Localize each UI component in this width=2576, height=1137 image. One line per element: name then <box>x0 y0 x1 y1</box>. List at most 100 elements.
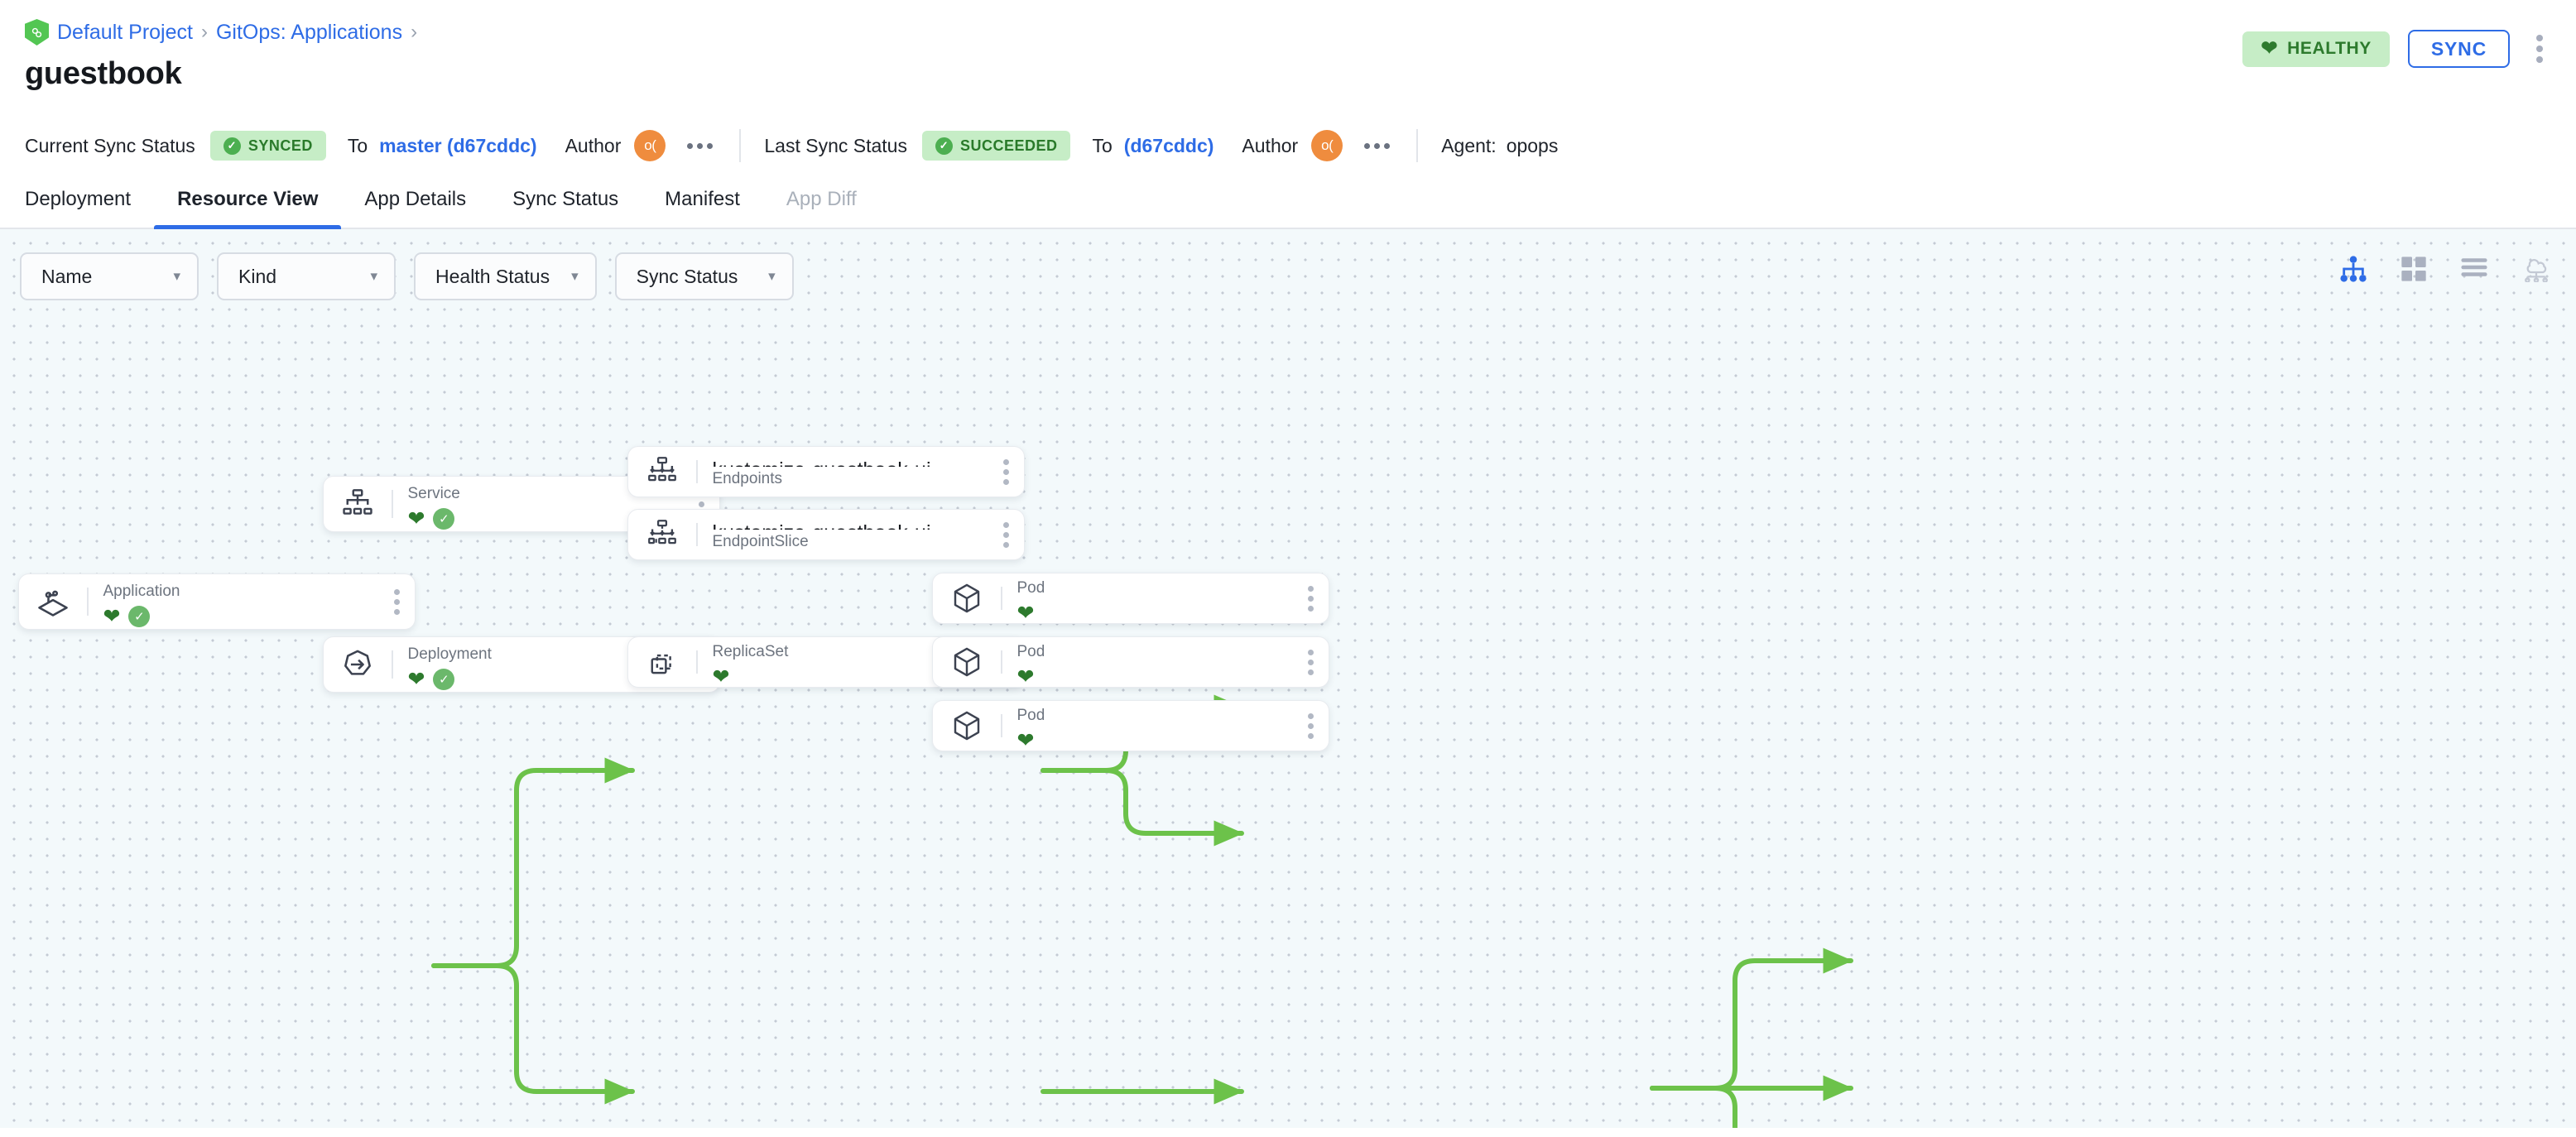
node-name: kustomize-guestbook-ui <box>713 458 996 467</box>
kebab-menu-icon[interactable] <box>995 454 1024 490</box>
app-header: Default Project › GitOps: Applications ›… <box>0 0 2576 120</box>
divider <box>696 460 698 483</box>
heart-icon: ❤ <box>407 667 425 691</box>
pod-icon <box>933 701 1001 751</box>
divider <box>1416 129 1419 162</box>
divider <box>696 650 698 674</box>
header-actions: ❤ HEALTHY SYNC <box>2242 30 2551 68</box>
graph-node-endpoints[interactable]: kustomize-guestbook-ui Endpoints <box>627 446 1025 497</box>
breadcrumb: Default Project › GitOps: Applications › <box>25 18 2543 46</box>
graph-node-endpointslice[interactable]: kustomize-guestbook-ui-... EndpointSlice <box>627 509 1025 560</box>
node-kind: Application <box>103 582 180 600</box>
node-content: kustomize-guestbook-ui-... Pod ❤ <box>1002 701 1300 751</box>
filter-name-label: Name <box>41 265 93 287</box>
pod-icon <box>933 573 1001 623</box>
sync-button[interactable]: SYNC <box>2407 30 2510 68</box>
tab-deployment[interactable]: Deployment <box>25 188 132 210</box>
node-badges: ❤ <box>1017 602 1300 623</box>
tab-app-details[interactable]: App Details <box>364 188 467 210</box>
divider <box>1001 650 1002 674</box>
node-content: kustomize-guestbook-ui-... Pod ❤ <box>1002 573 1300 623</box>
avatar[interactable]: o( <box>1311 130 1343 161</box>
heart-icon: ❤ <box>712 664 730 688</box>
tab-resource-view[interactable]: Resource View <box>154 171 342 229</box>
node-kind: Pod <box>1016 643 1045 661</box>
divider <box>696 523 698 546</box>
current-sync-badge-label: SYNCED <box>248 137 313 154</box>
tree-view-icon[interactable] <box>2339 256 2367 282</box>
argo-octopus-icon <box>25 19 49 46</box>
divider <box>739 129 742 162</box>
filter-name[interactable]: Name ▾ <box>20 252 199 300</box>
chevron-down-icon: ▾ <box>370 268 377 284</box>
service-icon <box>324 477 392 531</box>
node-kind: Service <box>407 484 460 502</box>
filter-health-status[interactable]: Health Status ▾ <box>414 252 597 300</box>
check-circle-icon: ✓ <box>128 606 151 628</box>
endpoints-icon <box>628 447 696 497</box>
divider <box>392 490 393 518</box>
network-view-icon[interactable] <box>2521 256 2551 282</box>
breadcrumb-item-gitops-applications[interactable]: GitOps: Applications <box>215 20 403 44</box>
current-sync-status-badge: ✓ SYNCED <box>209 131 326 161</box>
node-kind: Pod <box>1016 579 1045 597</box>
grid-view-icon[interactable] <box>2401 256 2427 282</box>
node-kind: Endpoints <box>712 470 783 488</box>
filter-sync-status[interactable]: Sync Status ▾ <box>614 252 794 300</box>
tab-sync-status[interactable]: Sync Status <box>512 188 619 210</box>
kebab-menu-icon[interactable] <box>1300 708 1329 744</box>
node-content: kustomize-guestbook-ui-... EndpointSlice <box>698 510 996 559</box>
agent-value: opops <box>1506 134 1559 156</box>
heart-icon: ❤ <box>2261 37 2279 60</box>
current-sync-author-label: Author <box>565 134 622 156</box>
chevron-down-icon: ▾ <box>571 268 579 284</box>
breadcrumb-item-default-project[interactable]: Default Project <box>57 20 193 44</box>
node-badges: ❤ <box>1016 728 1300 751</box>
ellipsis-icon[interactable] <box>1361 137 1393 156</box>
heart-icon: ❤ <box>103 604 121 628</box>
heart-icon: ❤ <box>1016 664 1035 688</box>
node-content: kustomize-guestbook-ui Endpoints <box>698 447 996 497</box>
filter-kind[interactable]: Kind ▾ <box>217 252 396 300</box>
node-badges: ❤ ✓ <box>103 604 387 628</box>
last-sync-revision-link[interactable]: (d67cddc) <box>1123 134 1214 156</box>
node-content: kustomize-guestbook-ui-... Pod ❤ <box>1002 637 1300 687</box>
node-badges: ❤ <box>712 664 996 688</box>
node-kind: Deployment <box>407 645 492 663</box>
last-sync-status-badge: ✓ SUCCEEDED <box>921 131 1071 161</box>
heart-icon: ❤ <box>407 506 425 530</box>
last-sync-to-label: To <box>1092 134 1113 156</box>
agent-label: Agent: <box>1441 134 1497 156</box>
ellipsis-icon[interactable] <box>684 137 716 156</box>
kebab-menu-icon[interactable] <box>1300 645 1329 680</box>
pod-icon <box>933 637 1001 687</box>
status-badge-healthy: ❤ HEALTHY <box>2242 31 2390 67</box>
divider <box>87 588 89 616</box>
divider <box>1001 714 1002 737</box>
current-sync-revision-link[interactable]: master (d67cddc) <box>379 134 537 156</box>
tab-bar: Deployment Resource View App Details Syn… <box>0 171 2576 229</box>
graph-node-application[interactable]: guestbook Application ❤ ✓ <box>18 573 416 630</box>
node-content: kustomize-guestbook-ui Deployment ❤ ✓ <box>393 637 691 692</box>
heart-icon: ❤ <box>1016 728 1035 751</box>
kebab-menu-icon[interactable] <box>1300 581 1329 616</box>
breadcrumb-separator: › <box>200 21 208 43</box>
node-badges: ❤ <box>1016 664 1300 688</box>
kebab-menu-icon[interactable] <box>386 584 415 620</box>
application-icon <box>19 574 87 629</box>
view-toggle-group <box>2339 256 2551 282</box>
graph-node-pod-3[interactable]: kustomize-guestbook-ui-... Pod ❤ <box>932 700 1329 751</box>
list-view-icon[interactable] <box>2460 257 2488 281</box>
breadcrumb-separator-2: › <box>411 21 418 43</box>
node-content: guestbook Application ❤ ✓ <box>89 574 387 629</box>
graph-node-pod-2[interactable]: kustomize-guestbook-ui-... Pod ❤ <box>932 636 1329 688</box>
chevron-down-icon: ▾ <box>768 268 776 284</box>
kebab-menu-icon[interactable] <box>995 517 1024 553</box>
avatar[interactable]: o( <box>634 130 666 161</box>
health-badge-label: HEALTHY <box>2287 39 2372 58</box>
graph-node-pod-1[interactable]: kustomize-guestbook-ui-... Pod ❤ <box>932 573 1329 624</box>
tab-manifest[interactable]: Manifest <box>665 188 740 210</box>
check-circle-icon: ✓ <box>433 508 455 530</box>
kebab-menu-icon[interactable] <box>2528 30 2551 68</box>
resource-graph-canvas[interactable]: Name ▾ Kind ▾ Health Status ▾ Sync Statu… <box>0 229 2576 1128</box>
